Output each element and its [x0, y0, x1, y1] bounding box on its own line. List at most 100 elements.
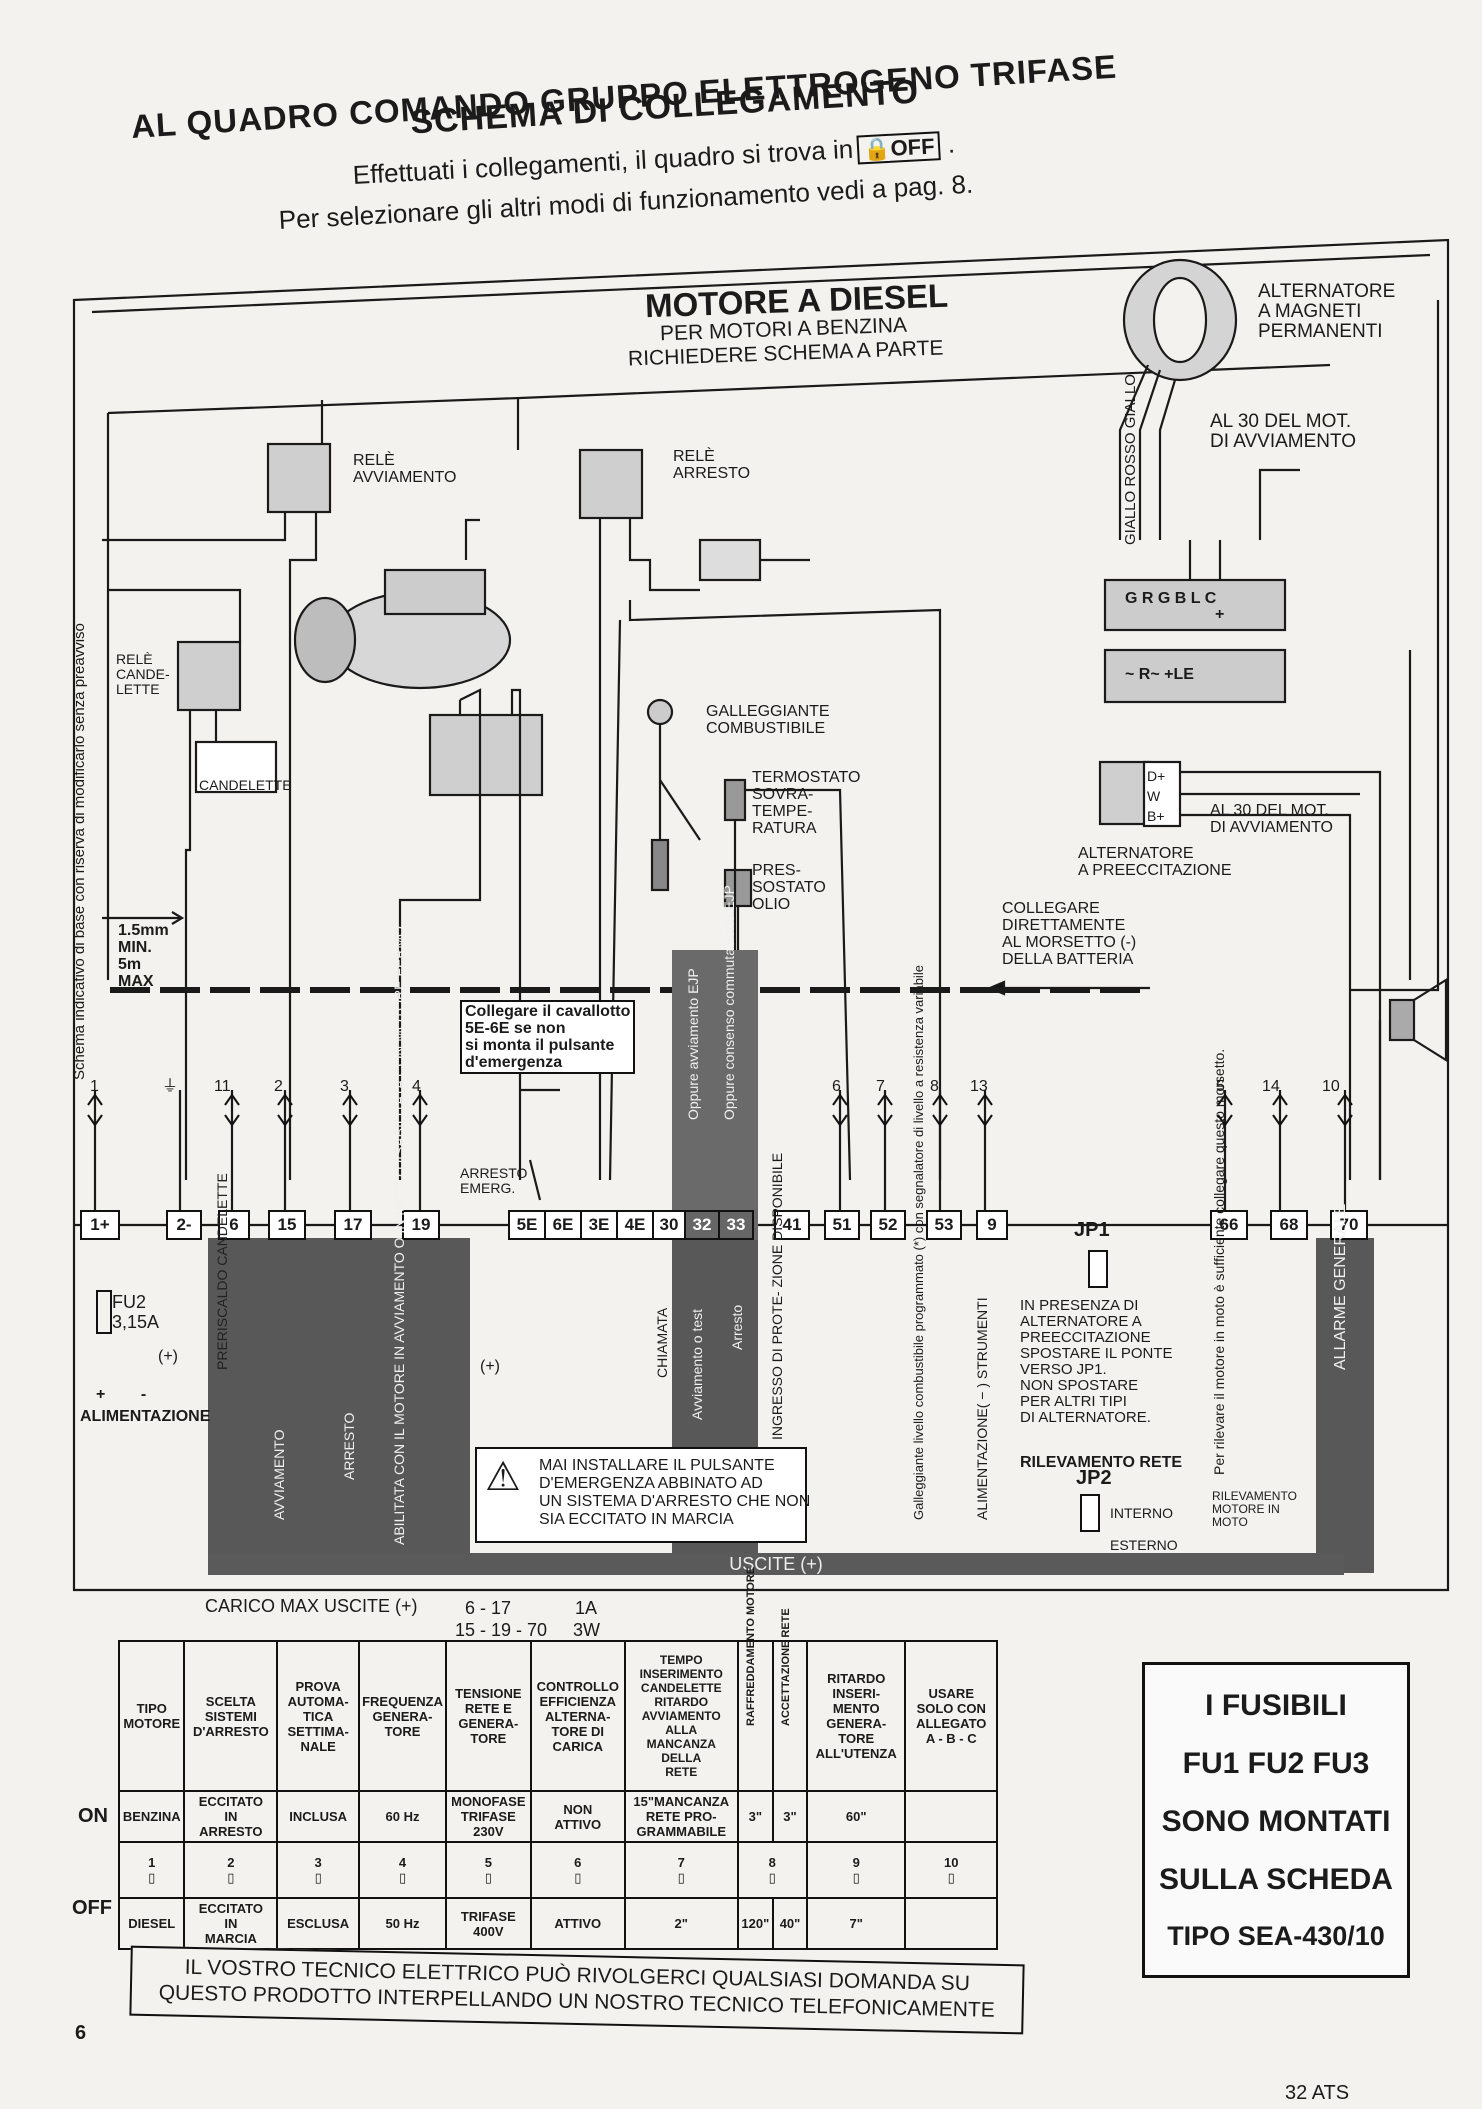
- terminal-53[interactable]: 53: [926, 1210, 962, 1240]
- engine-detect-note: Per rilevare il motore in moto è suffici…: [1211, 1048, 1227, 1475]
- glow-preheat-label: PRERISCALDO CANDELETTE: [214, 1173, 230, 1370]
- alternator-terminals: D+ W B+: [1147, 768, 1166, 824]
- wire-number-2: 2: [274, 1078, 283, 1095]
- jp1-jumper[interactable]: [1088, 1250, 1108, 1288]
- terminal-6E[interactable]: 6E: [544, 1210, 582, 1240]
- dip-switch-3[interactable]: 3▯: [276, 1841, 361, 1899]
- terminal-68[interactable]: 68: [1270, 1210, 1308, 1240]
- terminal-15[interactable]: 15: [268, 1210, 306, 1240]
- start-test-label: Avviamento o test: [689, 1308, 705, 1420]
- dip-header-6: CONTROLLO EFFICIENZA ALTERNA- TORE DI CA…: [529, 1640, 626, 1792]
- terminal-9[interactable]: 9: [976, 1210, 1008, 1240]
- terminal-17[interactable]: 17: [334, 1210, 372, 1240]
- jumper-note: Collegare il cavallotto 5E-6E se non si …: [460, 1000, 636, 1074]
- terminal-1plus[interactable]: 1+: [80, 1210, 120, 1240]
- terminal-4E[interactable]: 4E: [616, 1210, 654, 1240]
- dip-switch-1[interactable]: 1▯: [117, 1841, 186, 1899]
- board-plus-2: (+): [480, 1358, 500, 1375]
- terminal-30[interactable]: 30: [652, 1210, 686, 1240]
- terminal-33[interactable]: 33: [718, 1210, 754, 1240]
- dip-switch-4[interactable]: 4▯: [358, 1841, 447, 1899]
- document-code: 32 ATS: [1285, 2082, 1350, 2104]
- terminal-5E[interactable]: 5E: [508, 1210, 546, 1240]
- fuse-fu2-symbol: [96, 1290, 112, 1334]
- relay-stop-label: RELÈ ARRESTO: [673, 448, 751, 482]
- thermostat-label: TERMOSTATO SOVRA- TEMPE- RATURA: [752, 769, 861, 837]
- terminal-70[interactable]: 70: [1330, 1210, 1368, 1240]
- dip-off-2: ECCITATO IN MARCIA: [183, 1897, 279, 1950]
- preexcitation-alternator-label: ALTERNATORE A PREECCITAZIONE: [1078, 845, 1232, 879]
- stop-input-label: Arresto: [729, 1304, 745, 1350]
- dip-off-10: 7": [805, 1897, 907, 1950]
- ejp-start-label: Oppure avviamento EJP: [685, 968, 701, 1120]
- fuse-info-panel: I FUSIBILI FU1 FU2 FU3 SONO MONTATI SULL…: [1142, 1662, 1410, 1978]
- dip-switch-9[interactable]: 9▯: [805, 1841, 907, 1899]
- call-label: CHIAMATA: [654, 1307, 670, 1378]
- jp2-internal-label: INTERNO: [1110, 1505, 1173, 1521]
- dip-off-11: [904, 1897, 998, 1950]
- emergency-warning: ⚠ MAI INSTALLARE IL PULSANTE D'EMERGENZA…: [475, 1447, 811, 1543]
- dip-header-2: SCELTA SISTEMI D'ARRESTO: [183, 1640, 279, 1792]
- dip-off-9: 40": [772, 1897, 808, 1950]
- outputs-bar: USCITE (+): [208, 1553, 1344, 1575]
- terminal-51[interactable]: 51: [824, 1210, 860, 1240]
- dip-header-1: TIPO MOTORE: [117, 1640, 186, 1792]
- dip-switch-5[interactable]: 5▯: [444, 1841, 532, 1899]
- dip-switch-2[interactable]: 2▯: [183, 1841, 279, 1899]
- fuse-line-1: I FUSIBILI: [1205, 1689, 1347, 1722]
- dip-on-10: 60": [805, 1790, 907, 1843]
- wire-number-14: 14: [1262, 1078, 1280, 1095]
- dip-on-8: 3": [736, 1790, 775, 1843]
- power-supply-label: ALIMENTAZIONE: [80, 1408, 211, 1425]
- dip-header-10: RITARDO INSERI- MENTO GENERA- TORE ALL'U…: [805, 1640, 907, 1792]
- engine-running-label: RILEVAMENTO MOTORE IN MOTO: [1212, 1489, 1297, 1529]
- wire-number-5: 5: [1216, 1078, 1225, 1095]
- wire-size-note: 1.5mm MIN. 5m MAX: [118, 922, 169, 990]
- dip-on-6: NON ATTIVO: [529, 1790, 626, 1843]
- protection-input-label: INGRESSO DI PROTE- ZIONE DISPONIBILE: [769, 1152, 785, 1440]
- terminal-2minus[interactable]: 2-: [166, 1210, 202, 1240]
- terminal-41[interactable]: 41: [774, 1210, 810, 1240]
- warning-text: MAI INSTALLARE IL PULSANTE D'EMERGENZA A…: [539, 1457, 811, 1528]
- dip-off-4: 50 Hz: [358, 1897, 447, 1950]
- regulator-plus-label: +: [1215, 606, 1225, 623]
- board-plus-label: (+): [158, 1348, 178, 1365]
- dip-header-9: ACCETTAZIONE RETE: [772, 1608, 808, 1792]
- dip-header-11: USARE SOLO CON ALLEGATO A - B - C: [904, 1640, 998, 1792]
- dip-switch-6[interactable]: 6▯: [529, 1841, 626, 1899]
- wire-number-6: 6: [832, 1078, 841, 1095]
- regulator-top-label: G R G B L C: [1125, 590, 1217, 607]
- dip-on-4: 60 Hz: [358, 1790, 447, 1843]
- dip-on-2: ECCITATO IN ARRESTO: [183, 1790, 279, 1843]
- terminal-3E[interactable]: 3E: [580, 1210, 618, 1240]
- dip-on-3: INCLUSA: [276, 1790, 361, 1843]
- jp1-label: JP1: [1074, 1219, 1110, 1241]
- max-load-label: CARICO MAX USCITE (+): [205, 1596, 418, 1616]
- dip-off-7: 2": [623, 1897, 739, 1950]
- dip-switch-10[interactable]: 10▯: [904, 1841, 998, 1899]
- dip-header-3: PROVA AUTOMA- TICA SETTIMA- NALE: [276, 1640, 361, 1792]
- jp2-jumper[interactable]: [1080, 1494, 1100, 1532]
- dip-switch-8[interactable]: 8▯: [736, 1841, 808, 1899]
- wire-number-3: 3: [340, 1078, 349, 1095]
- terminal-19[interactable]: 19: [402, 1210, 440, 1240]
- oil-pressure-label: PRES- SOSTATO OLIO: [752, 862, 826, 913]
- stop-output-label: ARRESTO: [341, 1412, 357, 1480]
- terminal-66[interactable]: 66: [1210, 1210, 1248, 1240]
- off-row-label: OFF: [72, 1897, 112, 1919]
- terminal-32[interactable]: 32: [684, 1210, 720, 1240]
- wire-number-4: 4: [412, 1078, 421, 1095]
- dip-on-5: MONOFASE TRIFASE 230V: [444, 1790, 532, 1843]
- start-output-label: AVVIAMENTO: [271, 1429, 287, 1520]
- instrument-supply-label: ALIMENTAZIONE( − ) STRUMENTI: [974, 1297, 990, 1520]
- terminal-52[interactable]: 52: [870, 1210, 906, 1240]
- warning-icon: ⚠: [485, 1455, 521, 1499]
- wire-number-8: 8: [930, 1078, 939, 1095]
- terminal-6[interactable]: 6: [218, 1210, 250, 1240]
- dip-header-5: TENSIONE RETE E GENERA- TORE: [444, 1640, 532, 1792]
- dip-on-1: BENZINA: [117, 1790, 186, 1843]
- al30-label-1: AL 30 DEL MOT. DI AVVIAMENTO: [1210, 411, 1357, 452]
- fuse-line-2: FU1 FU2 FU3: [1182, 1747, 1370, 1780]
- dip-switch-table: TIPO MOTORE SCELTA SISTEMI D'ARRESTO PRO…: [117, 1567, 998, 1950]
- dip-switch-7[interactable]: 7▯: [623, 1841, 739, 1899]
